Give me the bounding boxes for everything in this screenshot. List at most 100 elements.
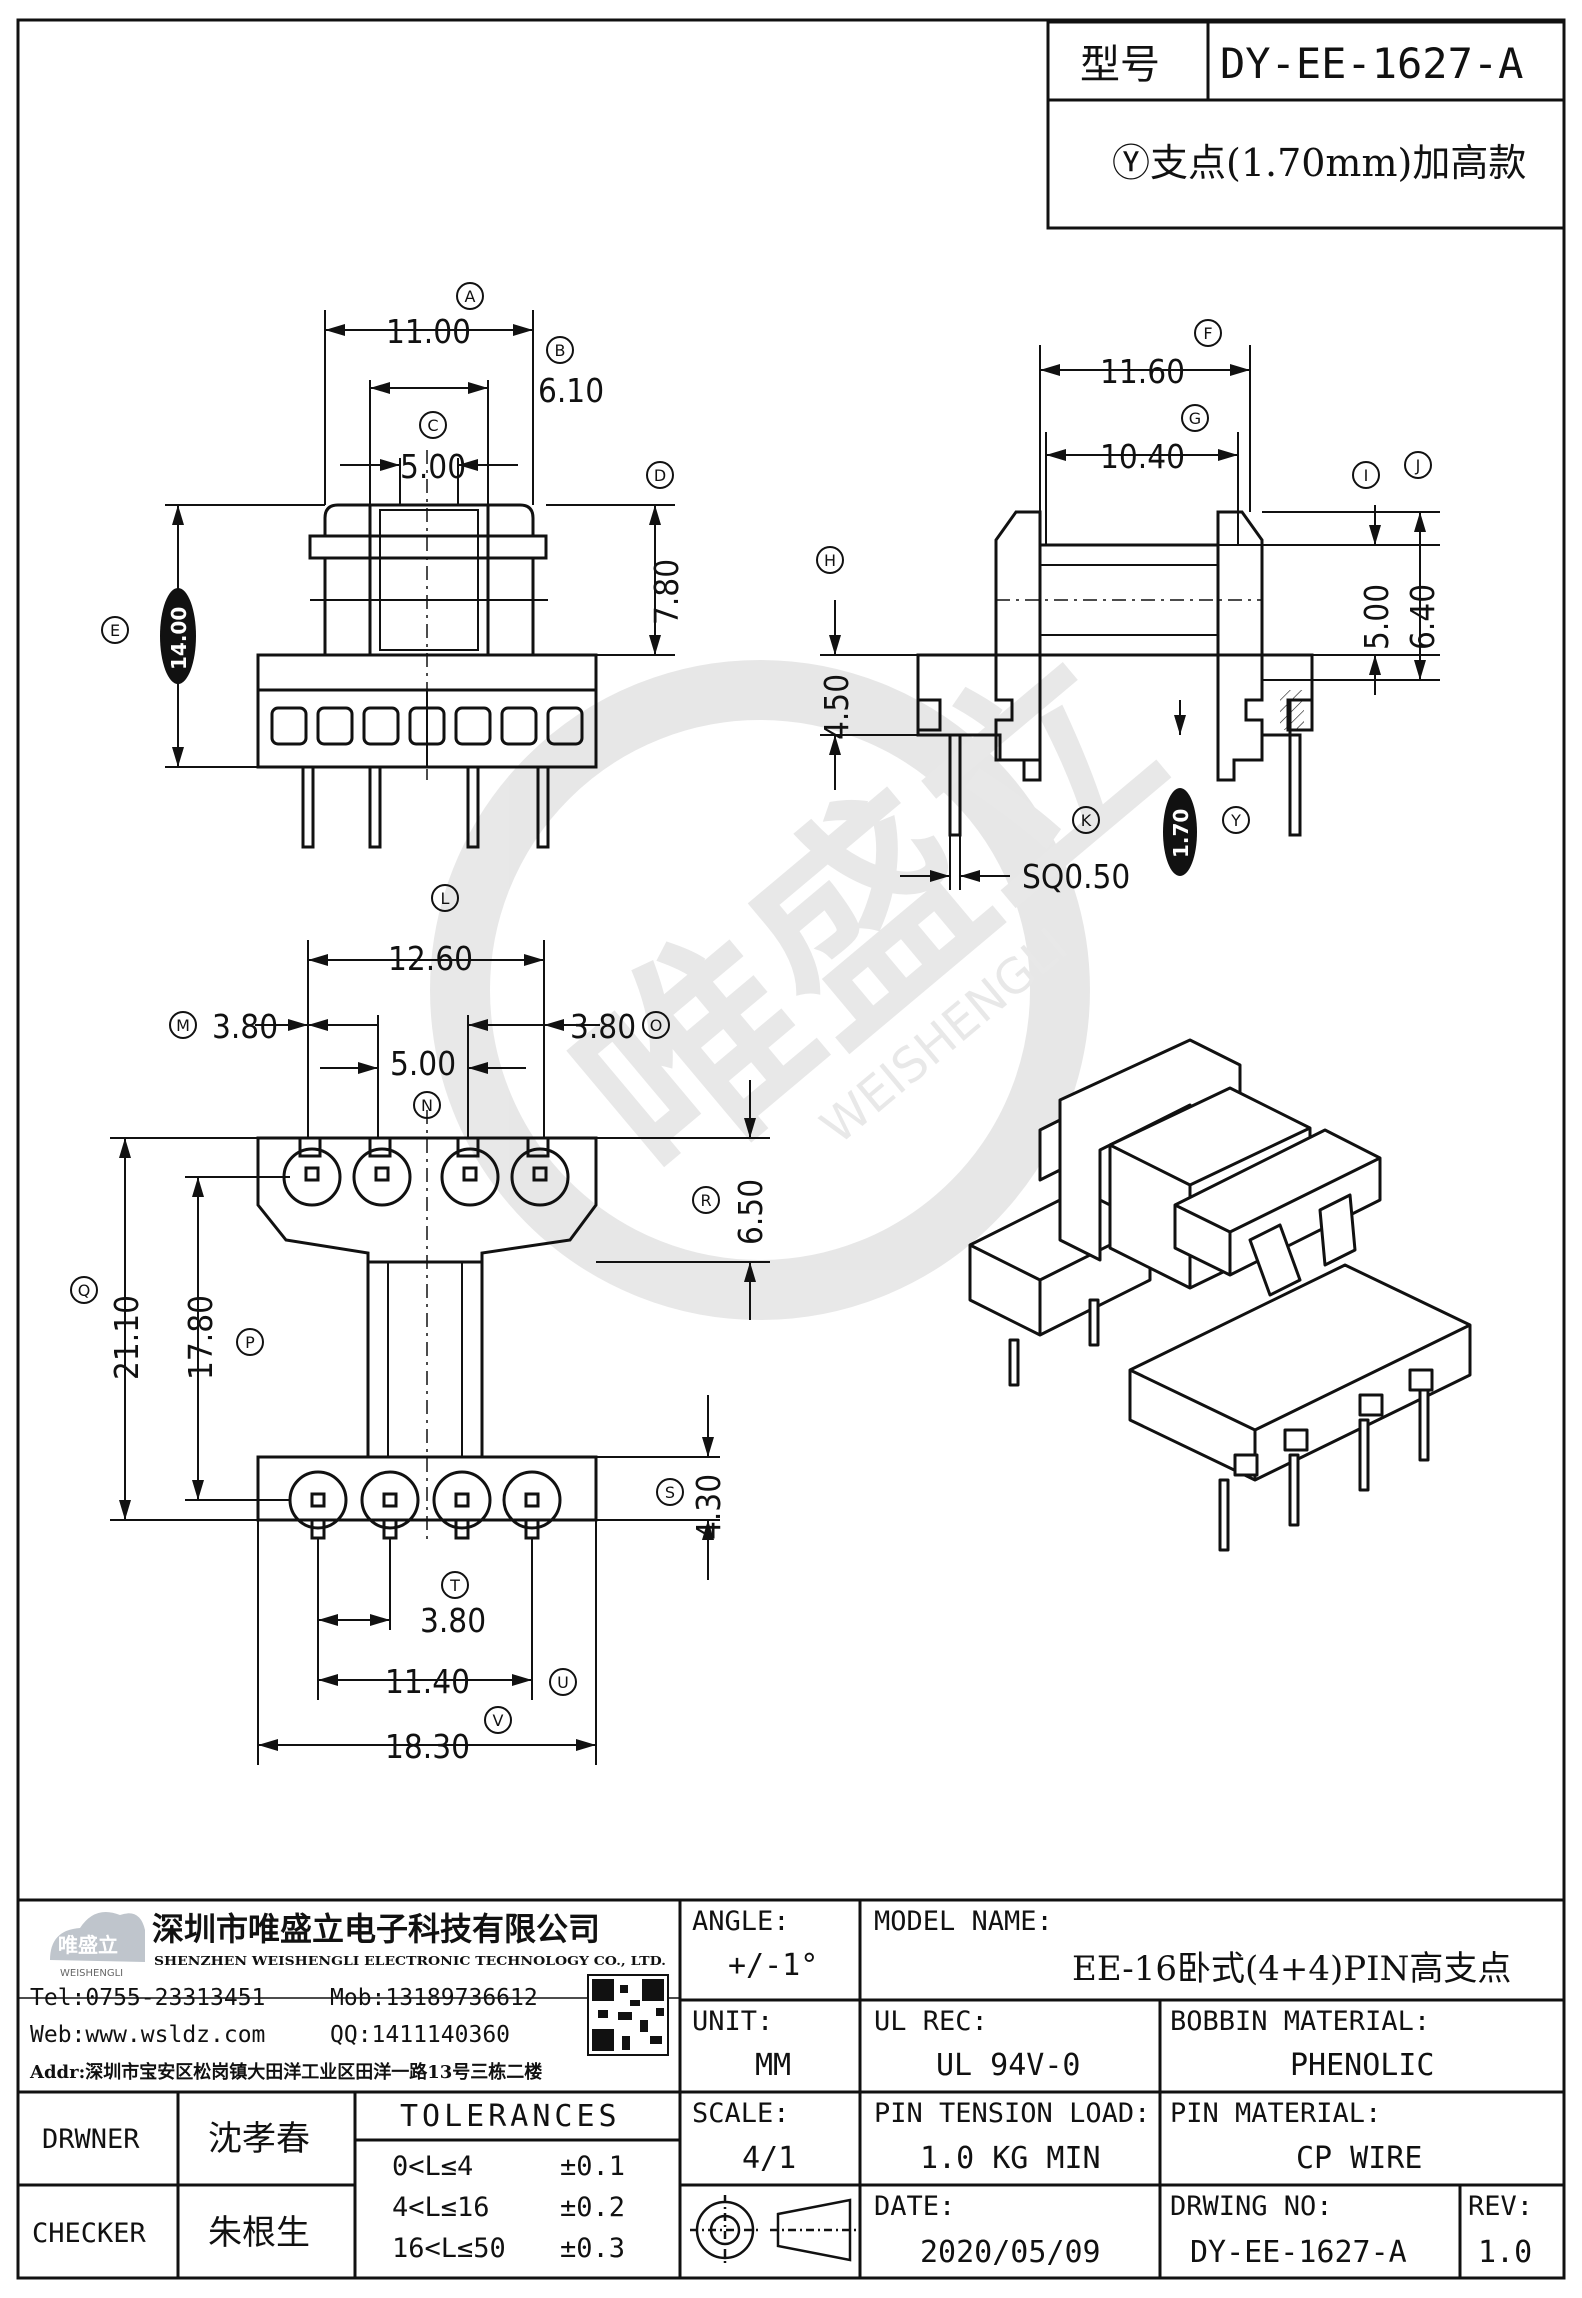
company-name-en: SHENZHEN WEISHENGLI ELECTRONIC TECHNOLOG… [154, 1954, 666, 1968]
tag-U: U [557, 1673, 569, 1692]
model-number: DY-EE-1627-A [1220, 39, 1523, 88]
tag-G: G [1189, 409, 1201, 428]
tag-V: V [493, 1711, 504, 1730]
unit-value: MM [755, 2048, 791, 2083]
company-address: Addr:深圳市宝安区松岗镇大田洋工业区田洋一路13号三栋二楼 [29, 2061, 542, 2083]
revision-label: REV: [1468, 2191, 1533, 2222]
dim-B: 6.10 [538, 371, 604, 410]
header-note: Ⓨ支点(1.70mm)加高款 [1112, 141, 1526, 185]
logo-text: 唯盛立 [58, 1933, 118, 1957]
tolerance-range-1: 0<L≤4 [392, 2151, 473, 2182]
company-info: 唯盛立 WEISHENGLI 深圳市唯盛立电子科技有限公司 SHENZHEN W… [29, 1910, 669, 2083]
dim-D: 7.80 [647, 559, 686, 625]
title-block-fields: ANGLE: +/-1° MODEL NAME: EE-16卧式(4+4)PIN… [32, 1906, 1533, 2270]
bobbin-material-label: BOBBIN MATERIAL: [1170, 2006, 1430, 2037]
front-view-labels: 11.00 6.10 5.00 7.80 14.00 [160, 312, 686, 684]
dim-P: 17.80 [181, 1295, 220, 1380]
tag-K: K [1081, 811, 1092, 830]
tag-O: O [650, 1016, 663, 1035]
front-view-dims [165, 310, 675, 768]
dim-G: 10.40 [1100, 437, 1185, 476]
drawer-label: DRWNER [42, 2124, 140, 2155]
bottom-view-dims [110, 940, 770, 1765]
unit-label: UNIT: [692, 2006, 773, 2037]
tolerance-value-2: ±0.2 [560, 2192, 625, 2223]
dim-V: 18.30 [385, 1727, 470, 1766]
reference-tags [70, 282, 1432, 1734]
model-label: 型号 [1080, 42, 1160, 88]
scale-label: SCALE: [692, 2098, 790, 2129]
drawing-number-label: DRWING NO: [1170, 2191, 1333, 2222]
reference-tag-letters: A B C D E F G H I J K Y L M N O P Q R S … [78, 287, 1421, 1730]
tolerances-label: TOLERANCES [400, 2099, 621, 2134]
front-view [256, 450, 598, 849]
company-name-cn: 深圳市唯盛立电子科技有限公司 [152, 1910, 600, 1948]
bobbin-material-value: PHENOLIC [1290, 2048, 1435, 2083]
dim-K: SQ0.50 [1022, 857, 1130, 896]
tag-Y: Y [1230, 811, 1241, 830]
tolerance-value-3: ±0.3 [560, 2233, 625, 2264]
logo-subtext: WEISHENGLI [60, 1968, 123, 1979]
scale-value: 4/1 [742, 2141, 796, 2176]
dim-Q: 21.10 [107, 1295, 146, 1380]
tolerance-value-1: ±0.1 [560, 2151, 625, 2182]
dim-A: 11.00 [386, 312, 471, 351]
qr-code [587, 1974, 669, 2056]
dim-T: 3.80 [420, 1601, 486, 1640]
pin-material-value: CP WIRE [1296, 2141, 1422, 2176]
dim-R: 6.50 [731, 1179, 770, 1245]
tag-B: B [555, 341, 566, 360]
dim-L: 12.60 [388, 939, 473, 978]
tag-J: J [1415, 456, 1421, 475]
date-label: DATE: [874, 2191, 955, 2222]
tag-H: H [824, 551, 836, 570]
bottom-view [256, 1110, 598, 1540]
bottom-view-labels: 12.60 3.80 5.00 3.80 6.50 21.10 17.80 4.… [107, 939, 770, 1766]
side-view-labels: 11.60 10.40 5.00 6.40 4.50 SQ0.50 1.70 [817, 352, 1442, 896]
dim-U: 11.40 [385, 1662, 470, 1701]
company-tel: Tel:0755-23313451 [30, 1985, 265, 2011]
revision-value: 1.0 [1478, 2235, 1532, 2270]
tag-F: F [1203, 324, 1212, 343]
angle-value: +/-1° [728, 1948, 818, 1983]
tag-M: M [176, 1016, 190, 1035]
tag-A: A [465, 287, 476, 306]
company-qq: QQ:1411140360 [330, 2022, 510, 2048]
angle-label: ANGLE: [692, 1906, 790, 1937]
isometric-view [968, 1038, 1472, 1552]
pin-material-label: PIN MATERIAL: [1170, 2098, 1381, 2129]
dim-J: 6.40 [1403, 584, 1442, 650]
tag-S: S [665, 1483, 675, 1502]
dim-F: 11.60 [1100, 352, 1185, 391]
ul-value: UL 94V-0 [936, 2048, 1081, 2083]
tag-P: P [245, 1333, 255, 1352]
tolerance-range-2: 4<L≤16 [392, 2192, 490, 2223]
dim-O: 3.80 [570, 1007, 636, 1046]
dim-H: 4.50 [817, 674, 856, 740]
projection-symbol [690, 2195, 858, 2265]
pin-tension-label: PIN TENSION LOAD: [874, 2098, 1150, 2129]
company-logo: 唯盛立 WEISHENGLI [50, 1911, 145, 1979]
tag-T: T [449, 1576, 460, 1595]
tag-N: N [421, 1096, 433, 1115]
pin-tension-value: 1.0 KG MIN [920, 2141, 1101, 2176]
tag-L: L [441, 889, 450, 908]
dim-M: 3.80 [212, 1007, 278, 1046]
checker-name: 朱根生 [208, 2213, 310, 2253]
checker-label: CHECKER [32, 2218, 147, 2249]
dim-E: 14.00 [167, 607, 191, 670]
dim-Y: 1.70 [1169, 809, 1193, 858]
date-value: 2020/05/09 [920, 2235, 1101, 2270]
dim-C: 5.00 [400, 447, 466, 486]
tag-R: R [700, 1191, 711, 1210]
tag-I: I [1364, 466, 1369, 485]
company-web: Web:www.wsldz.com [30, 2022, 265, 2048]
dim-N: 5.00 [390, 1044, 456, 1083]
tag-E: E [110, 621, 120, 640]
ul-label: UL REC: [874, 2006, 988, 2037]
company-mob: Mob:13189736612 [330, 1985, 538, 2011]
drawer-name: 沈孝春 [208, 2119, 310, 2159]
title-block [16, 1898, 1566, 2280]
side-view [916, 510, 1314, 837]
